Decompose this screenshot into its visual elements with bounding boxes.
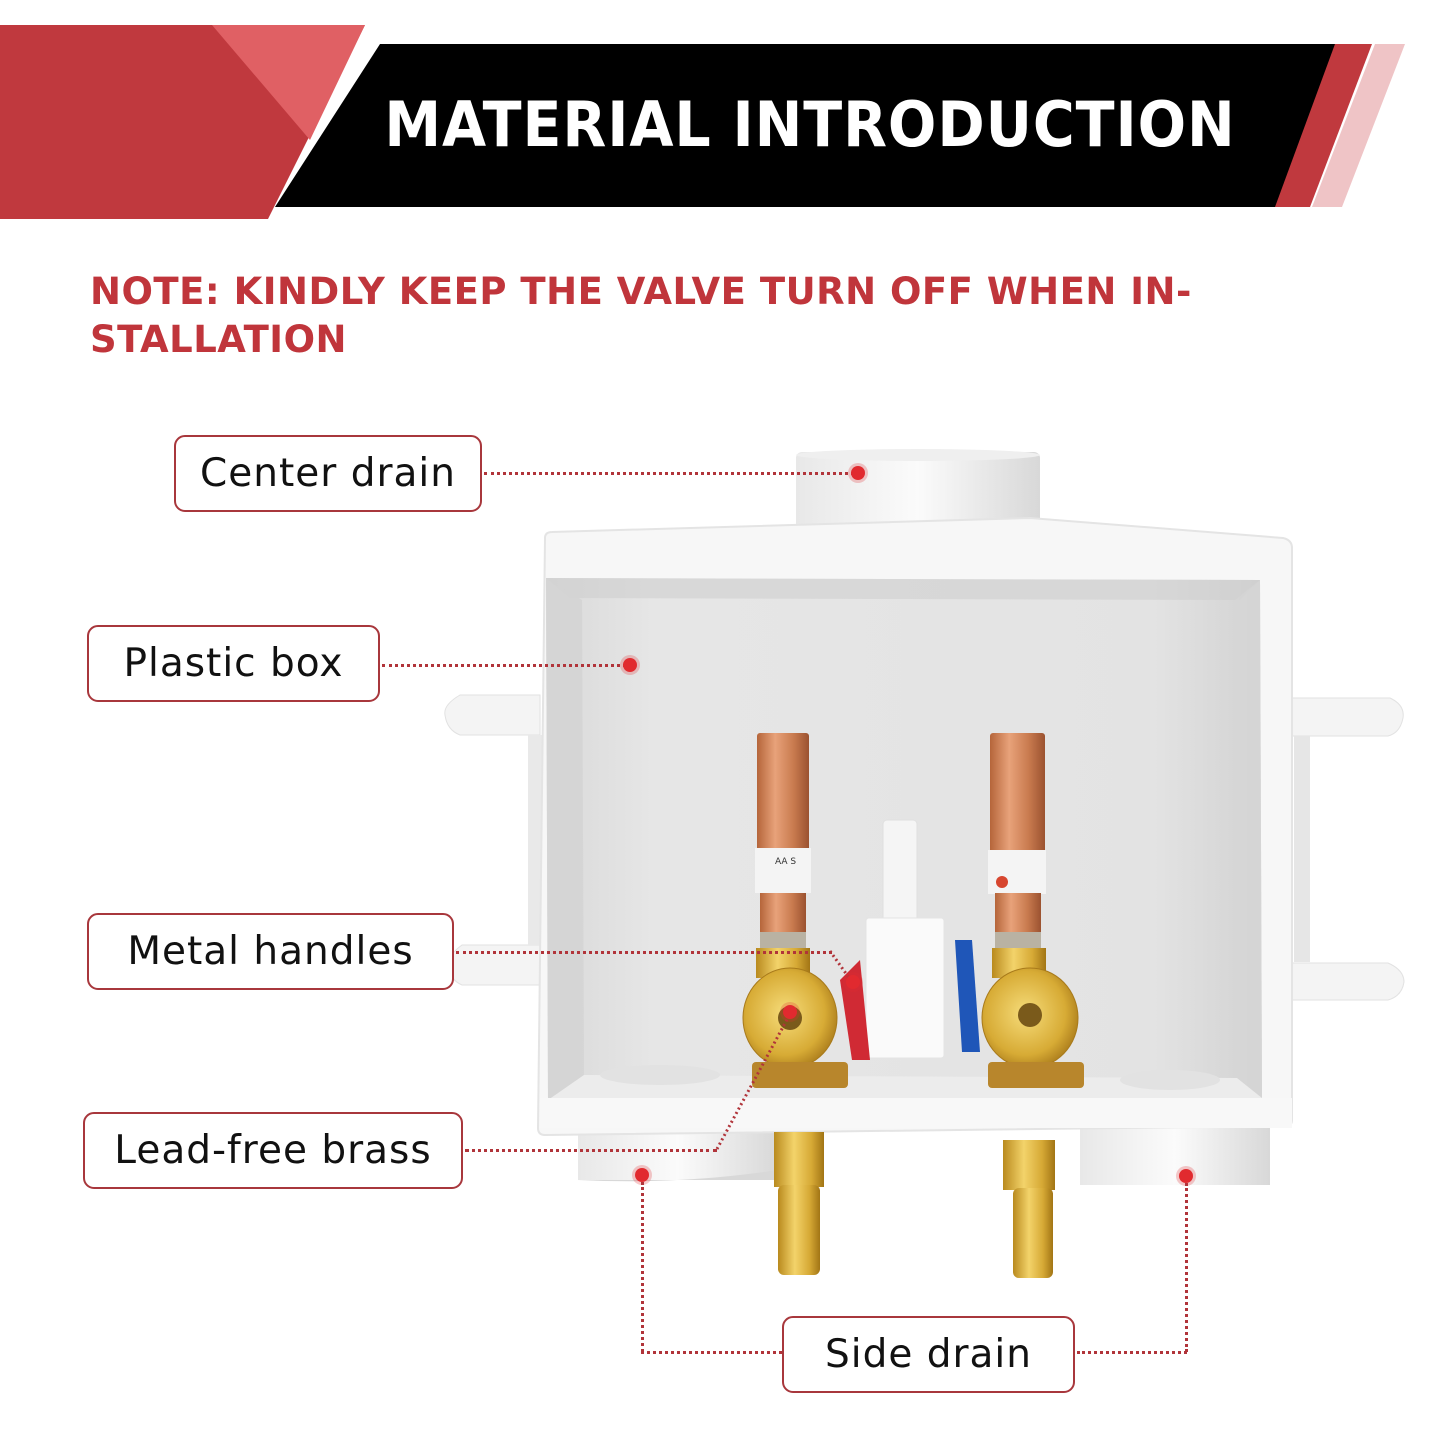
leader-line-side-drain-left-vertical (641, 1182, 644, 1352)
svg-text:AA S: AA S (775, 857, 796, 867)
callout-lead-free-brass: Lead-free brass (83, 1112, 463, 1189)
marker-dot-center-drain (851, 466, 865, 480)
page-title: MATERIAL INTRODUCTION (384, 88, 1236, 161)
callout-side-drain: Side drain (782, 1316, 1075, 1393)
callout-metal-handles: Metal handles (87, 913, 454, 990)
callout-label: Plastic box (123, 641, 344, 686)
leader-line-metal-handles (456, 951, 832, 954)
marker-dot-side-drain-left (635, 1168, 649, 1182)
callout-label: Metal handles (127, 929, 414, 974)
note-line-1: NOTE: KINDLY KEEP THE VALVE TURN OFF WHE… (90, 270, 1192, 313)
callout-center-drain: Center drain (174, 435, 482, 512)
marker-dot-side-drain-right (1179, 1169, 1193, 1183)
leader-line-lead-free-brass-diagonal (715, 1013, 792, 1150)
installation-note: NOTE: KINDLY KEEP THE VALVE TURN OFF WHE… (90, 268, 1290, 364)
leader-line-side-drain-right-vertical (1185, 1183, 1188, 1352)
callout-plastic-box: Plastic box (87, 625, 380, 702)
callout-label: Lead-free brass (114, 1128, 432, 1173)
leader-line-side-drain-right-horizontal (1077, 1351, 1187, 1354)
leader-line-lead-free-brass (465, 1149, 717, 1152)
marker-dot-plastic-box (623, 658, 637, 672)
header-banner: MATERIAL INTRODUCTION (0, 0, 1445, 230)
leader-line-side-drain-left-horizontal (641, 1351, 782, 1354)
leader-line-plastic-box (382, 664, 626, 667)
banner-graphic (0, 25, 1405, 219)
marker-dot-metal-handles (846, 975, 860, 989)
marker-dot-lead-free-brass (783, 1005, 797, 1019)
note-line-2: STALLATION (90, 318, 347, 361)
callout-label: Center drain (200, 451, 456, 496)
callout-label: Side drain (825, 1332, 1032, 1377)
leader-line-center-drain (484, 472, 854, 475)
